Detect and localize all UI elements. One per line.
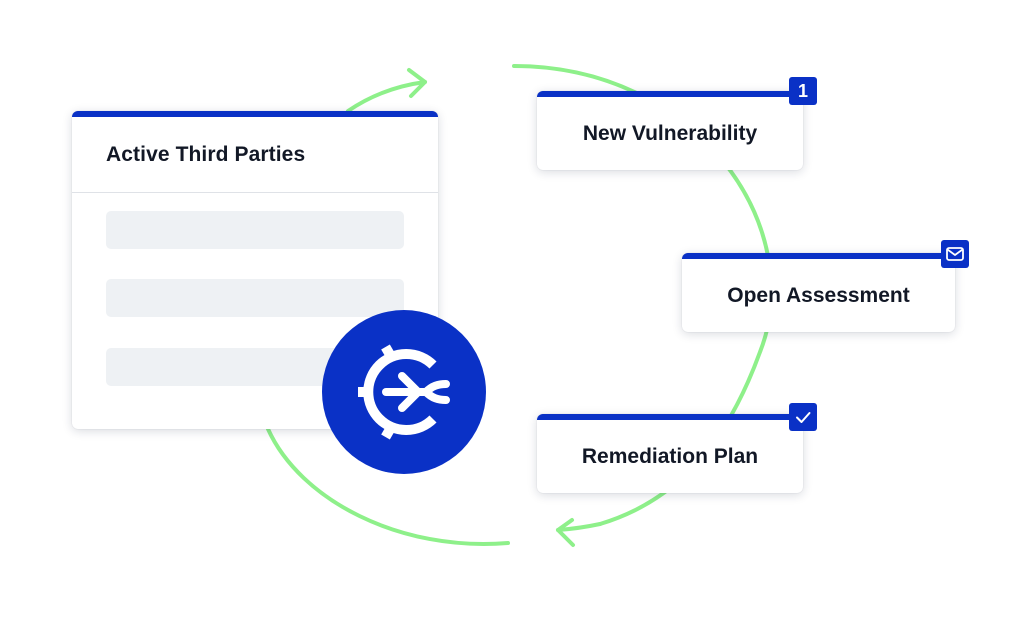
- parties-card-title: Active Third Parties: [106, 142, 306, 166]
- flow-arrow-bottom-stub: [556, 522, 602, 532]
- flow-arrowhead-top: [407, 68, 427, 98]
- open-assessment-card: Open Assessment: [682, 253, 955, 332]
- parties-card-header: Active Third Parties: [72, 117, 438, 193]
- envelope-icon: [941, 240, 969, 268]
- flow-arrow-top: [346, 80, 427, 113]
- step-label: Remediation Plan: [581, 444, 759, 468]
- placeholder-row: [106, 211, 404, 249]
- new-vulnerability-card: New Vulnerability: [537, 91, 803, 170]
- remediation-plan-card: Remediation Plan: [537, 414, 803, 493]
- flow-arc-bottom: [266, 427, 510, 546]
- step-label: Open Assessment: [727, 283, 910, 307]
- checkmark-icon: [789, 403, 817, 431]
- brand-logo-icon: [322, 310, 486, 474]
- placeholder-row: [106, 279, 404, 317]
- number-badge: 1: [789, 77, 817, 105]
- flow-arrowhead-bottom: [556, 518, 575, 547]
- step-label: New Vulnerability: [582, 121, 758, 145]
